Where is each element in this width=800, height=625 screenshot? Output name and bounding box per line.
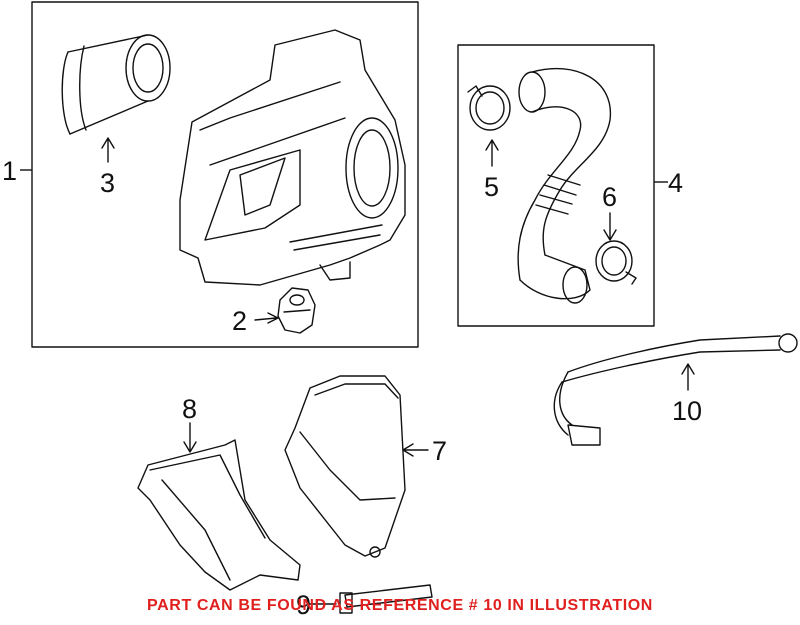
callout-4: 4 xyxy=(668,168,683,198)
callout-6: 6 xyxy=(602,182,617,212)
hose-clamp-lower xyxy=(595,240,637,285)
callout-9: 9 xyxy=(296,590,311,620)
hose-clamp-upper xyxy=(467,85,511,131)
callout-10: 10 xyxy=(672,396,702,426)
reference-note: PART CAN BE FOUND AS REFERENCE # 10 IN I… xyxy=(147,597,653,614)
arrow-2 xyxy=(254,312,279,324)
air-filter-element xyxy=(61,34,171,135)
air-guide xyxy=(137,439,301,591)
intake-duct xyxy=(517,67,612,304)
arrow-5 xyxy=(485,139,499,167)
vent-hose xyxy=(553,333,798,446)
callout-5: 5 xyxy=(484,172,499,202)
callout-7: 7 xyxy=(432,436,447,466)
callout-2: 2 xyxy=(232,306,247,336)
arrow-3 xyxy=(101,137,115,163)
arrow-8 xyxy=(183,422,197,453)
arrow-6 xyxy=(603,212,617,241)
arrow-10 xyxy=(681,363,695,391)
callout-3: 3 xyxy=(100,168,115,198)
callout-1: 1 xyxy=(2,156,17,186)
arrow-7 xyxy=(402,443,429,457)
callout-8: 8 xyxy=(182,394,197,424)
air-cleaner-housing xyxy=(179,29,406,286)
intake-duct-assembly-frame xyxy=(457,44,655,327)
mount-grommet xyxy=(277,287,316,334)
air-cleaner-assembly-frame xyxy=(31,1,419,348)
air-intake-scoop xyxy=(284,375,406,558)
bolt xyxy=(339,584,433,614)
